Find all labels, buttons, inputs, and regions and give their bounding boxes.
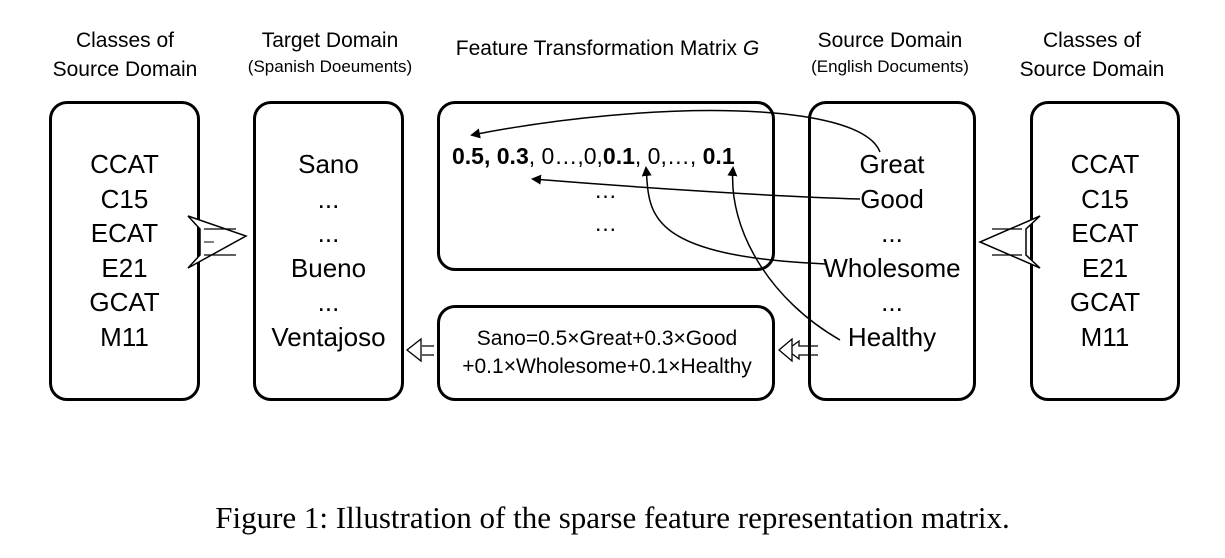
formula-box	[437, 305, 775, 401]
target-words-list: Sano ... ... Bueno ... Ventajoso	[253, 147, 404, 354]
class-item: M11	[1080, 321, 1130, 352]
arrow-healthy-to-0.1	[727, 166, 841, 341]
source-word: Great	[859, 149, 925, 179]
class-item: GCAT	[89, 287, 160, 317]
source-word: Healthy	[847, 321, 937, 352]
target-word: Ventajoso	[271, 321, 386, 352]
target-word: Bueno	[290, 252, 367, 283]
source-word: Wholesome	[823, 252, 961, 283]
target-domain-title: Target Domain	[261, 29, 399, 52]
source-domain-title: Source Domain	[817, 29, 963, 52]
matrix-header: Feature Transformation Matrix G	[430, 34, 785, 63]
source-word: ...	[881, 287, 903, 317]
target-word: ...	[317, 287, 340, 317]
source-word: ...	[881, 218, 903, 248]
class-item: CCAT	[90, 149, 159, 179]
class-item: C15	[1081, 183, 1129, 214]
target-word: Sano	[298, 149, 359, 179]
right-classes-header-line2: Source Domain	[1019, 58, 1165, 81]
matrix-value: 0.1	[602, 143, 635, 169]
class-item: E21	[1081, 252, 1129, 283]
right-classes-list: CCAT C15 ECAT E21 GCAT M11	[1030, 147, 1180, 354]
right-classes-box	[1030, 101, 1180, 401]
class-item: ECAT	[1071, 218, 1139, 248]
matrix-value: 0.5,	[452, 143, 491, 169]
class-item: C15	[100, 183, 149, 214]
class-item: M11	[100, 321, 149, 352]
source-domain-header: Source Domain (English Documents)	[795, 26, 985, 79]
source-word: Good	[860, 183, 924, 214]
source-domain-subtitle: (English Documents)	[811, 57, 969, 76]
left-hollow-arrow	[187, 215, 248, 269]
source-domain-box	[808, 101, 976, 401]
target-domain-box	[253, 101, 404, 401]
matrix-value: 0.3	[496, 143, 529, 169]
figure-caption: Figure 1: Illustration of the sparse fea…	[215, 500, 1010, 535]
matrix-title: Feature Transformation Matrix	[455, 37, 738, 60]
target-word: ...	[317, 218, 340, 248]
right-classes-header: Classes of Source Domain	[1012, 26, 1172, 84]
matrix-row: 0.5, 0.3, 0…,0,0.1, 0,…, 0.1	[452, 143, 735, 170]
left-classes-box	[49, 101, 200, 401]
arrow-wholesome-to-0.1	[641, 166, 827, 265]
left-classes-header: Classes of Source Domain	[45, 26, 205, 84]
matrix-separator: , 0…,0,	[528, 143, 603, 169]
left-classes-list: CCAT C15 ECAT E21 GCAT M11	[49, 147, 200, 354]
matrix-ellipsis: …	[594, 210, 617, 236]
formula-line: +0.1×Wholesome+0.1×Healthy	[462, 355, 752, 378]
matrix-symbol: G	[742, 37, 760, 60]
class-item: CCAT	[1070, 149, 1140, 179]
matrix-separator: , 0,…,	[634, 143, 697, 169]
arrow-great-to-0.5	[470, 109, 881, 153]
class-item: ECAT	[90, 218, 159, 248]
right-classes-header-line1: Classes of	[1042, 29, 1142, 52]
class-item: E21	[101, 252, 148, 283]
target-domain-header: Target Domain (Spanish Doeuments)	[235, 26, 425, 79]
class-item: GCAT	[1069, 287, 1141, 317]
formula-text: Sano=0.5×Great+0.3×Good +0.1×Wholesome+0…	[437, 325, 777, 381]
formula-line: Sano=0.5×Great+0.3×Good	[476, 327, 738, 350]
source-to-formula-arrow	[786, 339, 818, 361]
target-word: ...	[317, 183, 340, 214]
arrow-good-to-0.3	[531, 174, 861, 200]
formula-to-target-arrow	[422, 345, 434, 356]
right-hollow-arrow	[978, 215, 1041, 269]
target-domain-subtitle: (Spanish Doeuments)	[247, 57, 413, 76]
left-classes-header-line2: Source Domain	[52, 58, 198, 81]
matrix-value: 0.1	[702, 143, 735, 169]
matrix-box	[437, 101, 775, 271]
left-classes-header-line1: Classes of	[75, 29, 175, 52]
source-words-list: Great Good ... Wholesome ... Healthy	[808, 147, 976, 354]
